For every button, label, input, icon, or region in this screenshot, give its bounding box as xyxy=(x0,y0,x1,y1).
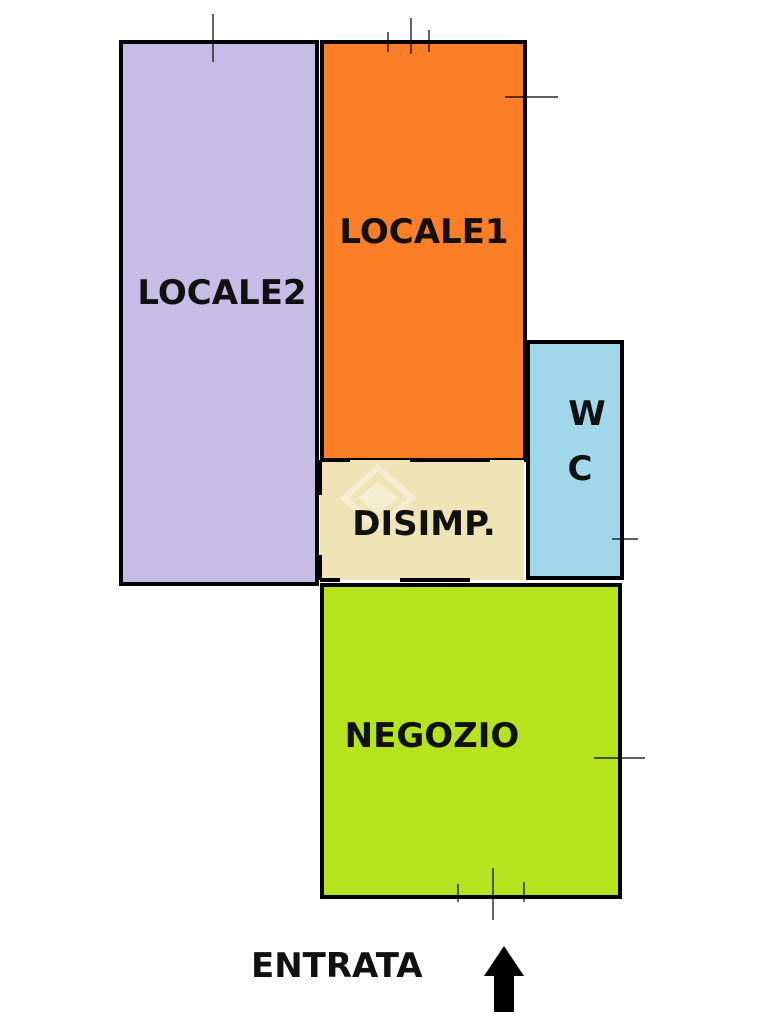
room-locale1: LOCALE1 xyxy=(320,40,527,462)
arrow-up-icon xyxy=(484,946,524,1012)
room-disimp-label: DISIMP. xyxy=(352,504,495,544)
room-wc-label-line1: W xyxy=(568,394,606,434)
room-locale1-label: LOCALE1 xyxy=(339,212,508,252)
room-wc: W C xyxy=(526,340,624,580)
room-wc-label-line2: C xyxy=(568,449,593,489)
room-negozio-label: NEGOZIO xyxy=(345,716,520,756)
room-negozio: NEGOZIO xyxy=(320,583,622,899)
room-locale2-area xyxy=(119,40,319,586)
watermark-icon xyxy=(339,463,417,533)
room-locale2-label: LOCALE2 xyxy=(137,273,306,313)
room-disimp: DISIMP. xyxy=(318,458,524,582)
entrance: ENTRATA xyxy=(251,946,524,1012)
room-locale1-area xyxy=(320,40,527,462)
window-marks xyxy=(212,14,645,920)
entrance-label: ENTRATA xyxy=(251,946,423,986)
room-wc-area xyxy=(526,340,624,580)
room-negozio-area xyxy=(320,583,622,899)
room-disimp-area xyxy=(320,460,524,580)
room-locale2: LOCALE2 xyxy=(119,40,319,586)
